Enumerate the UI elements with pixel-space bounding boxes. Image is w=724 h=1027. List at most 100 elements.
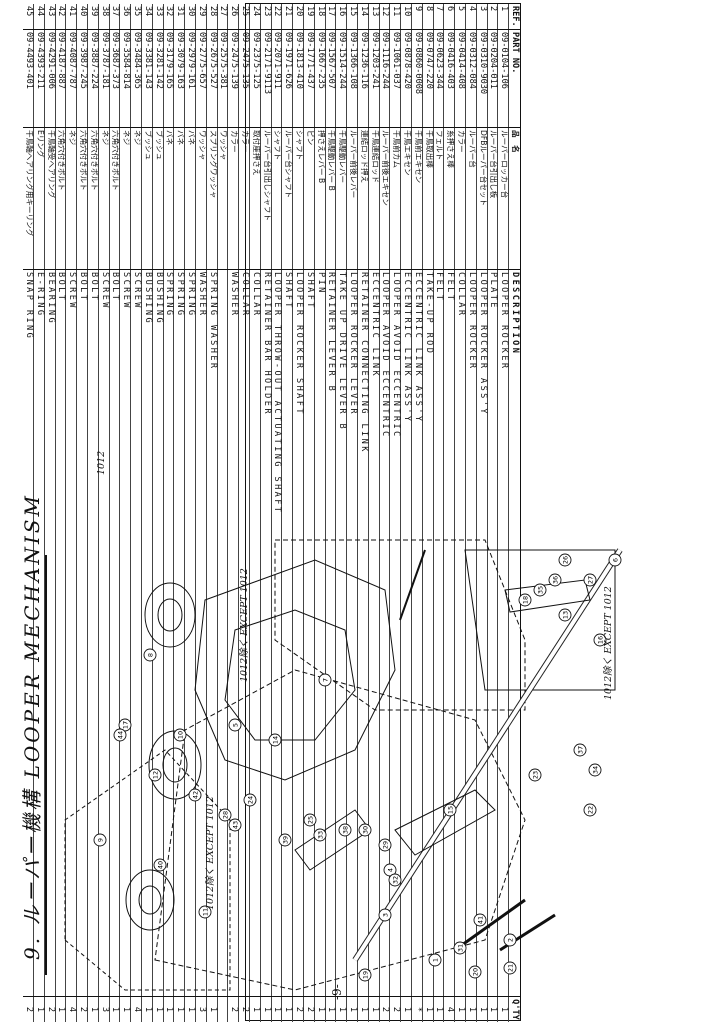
callout-bubble	[528, 768, 542, 782]
callout-bubble	[143, 648, 157, 662]
cell-part: 09-0623-344	[433, 30, 445, 128]
callout-number: 9	[97, 838, 105, 842]
callout-number: 40	[157, 861, 165, 869]
cell-jp: ルーパー台引出し板	[487, 128, 499, 270]
cell-qty: 1	[488, 1006, 499, 1013]
cell-ref: 39	[88, 4, 99, 30]
cell-part: 09-0860-0008	[412, 30, 423, 128]
cell-ref: 45	[23, 4, 34, 30]
cell-qty: 4	[445, 1006, 456, 1013]
cell-ref: 44	[34, 4, 45, 30]
cell-ref: 40	[77, 4, 88, 30]
cell-ref: 15	[347, 4, 358, 30]
callout-bubble	[583, 803, 597, 817]
cell-qty: 2	[240, 1006, 250, 1013]
cell-qty: 2	[45, 1006, 56, 1013]
callout-number: 14	[272, 736, 280, 744]
cell-jp: 連結ロッド押え	[358, 128, 369, 270]
cell-part: 09-3179-165	[163, 30, 175, 128]
callout-number: 8	[147, 653, 155, 657]
cell-jp: 千鳥連結ロッド	[368, 128, 380, 270]
cell-ref: 23	[260, 4, 272, 30]
cell-qty: 2	[380, 1006, 391, 1013]
cell-qty: 1	[34, 1006, 45, 1013]
cell-part: 09-0747-220	[422, 30, 434, 128]
callout-number: 29	[382, 841, 390, 849]
cell-ref: 5	[455, 4, 466, 30]
cell-jp: ブッシュ	[142, 128, 153, 270]
cell-jp: スプリングワッシャ	[206, 128, 218, 270]
cell-part: 09-2475-139	[228, 30, 240, 128]
panel-outline-right	[274, 539, 526, 711]
casting-body	[194, 559, 396, 781]
cell-qty: 1	[348, 1006, 358, 1013]
cell-ref: 24	[250, 4, 261, 30]
callout-number: 33	[317, 831, 325, 839]
callout-number: 30	[362, 826, 370, 834]
cell-jp: 糸押さえ棒	[444, 128, 456, 270]
callout-bubble	[473, 913, 487, 927]
cell-jp: ワッシャ	[196, 128, 207, 270]
label-except-1012-a: 1012除く EXCEPT 1012	[239, 568, 250, 682]
cell-ref: 26	[228, 4, 240, 30]
callout-number: 10	[177, 731, 185, 739]
cell-jp: フェルト	[433, 128, 445, 270]
cell-qty: 4	[67, 1006, 78, 1013]
cell-ref: 3	[476, 4, 488, 30]
callout-bubble	[608, 553, 622, 567]
header-ref: REF. NO.	[509, 4, 520, 30]
callout-bubble	[558, 553, 572, 567]
title-rule	[45, 555, 47, 975]
cell-ref: 36	[120, 4, 132, 30]
cell-qty: 2	[24, 1006, 34, 1013]
cell-qty: 2	[304, 1006, 315, 1013]
cell-jp: カラー	[228, 128, 240, 270]
callout-number: 13	[562, 611, 570, 619]
callout-bubble	[228, 718, 242, 732]
callout-bubble	[503, 933, 517, 947]
cell-ref: 12	[379, 4, 391, 30]
cell-jp: カラー	[239, 128, 250, 270]
cell-ref: 28	[206, 4, 218, 30]
callout-bubble	[548, 573, 562, 587]
cell-part: 09-3787-181	[98, 30, 110, 128]
callout-bubble	[318, 673, 332, 687]
callout-bubble	[278, 833, 292, 847]
cell-part: 09-1567-507	[325, 30, 337, 128]
callout-number: 35	[537, 586, 545, 594]
cell-part: 09-3281-142	[152, 30, 164, 128]
cell-ref: 42	[55, 4, 67, 30]
cell-part: 09-0310-9030	[476, 30, 488, 128]
callout-bubble	[583, 573, 597, 587]
callout-bubble	[468, 965, 482, 979]
cell-jp: 六角穴付きボルト	[109, 128, 121, 270]
cell-part: 09-0204-011	[487, 30, 499, 128]
callout-number: 37	[577, 746, 585, 754]
callout-number: 21	[507, 964, 515, 972]
cell-jp: ネジ	[120, 128, 132, 270]
cell-part: 09-4187-887	[55, 30, 67, 128]
callout-number: 6	[612, 558, 620, 562]
header-qty: Q'TY	[510, 999, 520, 1020]
cell-part: 09-1366-108	[347, 30, 358, 128]
cell-jp: ルーパー台シャフト	[282, 128, 294, 270]
cell-jp: 千鳥取出棒	[422, 128, 434, 270]
cell-qty: 1	[142, 1006, 153, 1013]
cell-part: 09-0414-408	[455, 30, 466, 128]
cell-qty: 1	[456, 1006, 466, 1013]
callout-number: 22	[587, 806, 595, 814]
callout-bubble	[453, 941, 467, 955]
callout-bubble	[378, 838, 392, 852]
cell-part: 09-1236-116	[358, 30, 369, 128]
cell-jp: シャフト	[293, 128, 304, 270]
cell-jp: 六角穴付きボルト	[77, 128, 88, 270]
callout-bubble	[378, 908, 392, 922]
cell-ref: 35	[131, 4, 142, 30]
callout-number: 41	[477, 916, 485, 924]
cell-part: 09-1971-626	[282, 30, 294, 128]
panel-outline-main	[154, 669, 526, 991]
cell-ref: 30	[185, 4, 196, 30]
cell-ref: 25	[239, 4, 250, 30]
